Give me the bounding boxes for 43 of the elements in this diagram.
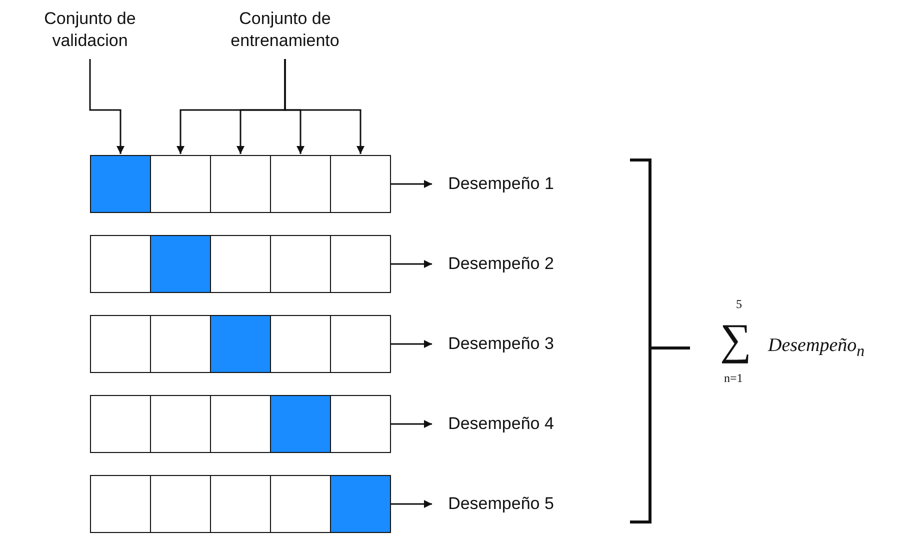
training-fold-cell xyxy=(210,155,271,213)
arrow xyxy=(391,180,432,188)
upper-limit: 5 xyxy=(736,298,742,310)
sum-symbol: ∑ xyxy=(720,318,752,362)
validation-fold-cell xyxy=(330,475,391,533)
performance-label: Desempeño 2 xyxy=(436,250,566,278)
validation-fold-cell xyxy=(90,155,151,213)
training-fold-cell xyxy=(270,235,331,293)
training-fold-cell xyxy=(210,475,271,533)
arrow xyxy=(391,340,432,348)
training-fold-cell xyxy=(270,155,331,213)
training-fold-cell xyxy=(330,235,391,293)
performance-label: Desempeño 5 xyxy=(436,490,566,518)
training-fold-cell xyxy=(150,155,211,213)
validation-fold-cell xyxy=(210,315,271,373)
arrow xyxy=(391,420,432,428)
training-fold-cell xyxy=(210,235,271,293)
training-fold-cell xyxy=(90,235,151,293)
training-fold-cell xyxy=(150,395,211,453)
training-fold-cell xyxy=(150,475,211,533)
training-fold-cell xyxy=(330,155,391,213)
training-fold-cell xyxy=(90,315,151,373)
training-fold-cell xyxy=(90,395,151,453)
arrow xyxy=(391,260,432,268)
sum-term: Desempeño$_{n}$ xyxy=(768,336,865,360)
arrow xyxy=(284,59,364,154)
training-fold-cell xyxy=(90,475,151,533)
training-fold-cell xyxy=(270,315,331,373)
training-fold-cell xyxy=(150,315,211,373)
training-fold-cell xyxy=(210,395,271,453)
lower-limit: n=1 xyxy=(724,372,743,384)
performance-label: Desempeño 4 xyxy=(436,410,566,438)
performance-label: Desempeño 3 xyxy=(436,330,566,358)
training-fold-cell xyxy=(330,395,391,453)
set-label: Conjunto de validacion xyxy=(25,5,155,55)
performance-label: Desempeño 1 xyxy=(436,170,566,198)
set-label: Conjunto de entrenamiento xyxy=(215,5,355,55)
arrow xyxy=(89,59,124,154)
training-fold-cell xyxy=(270,475,331,533)
training-fold-cell xyxy=(330,315,391,373)
arrow xyxy=(391,500,432,508)
validation-fold-cell xyxy=(270,395,331,453)
validation-fold-cell xyxy=(150,235,211,293)
